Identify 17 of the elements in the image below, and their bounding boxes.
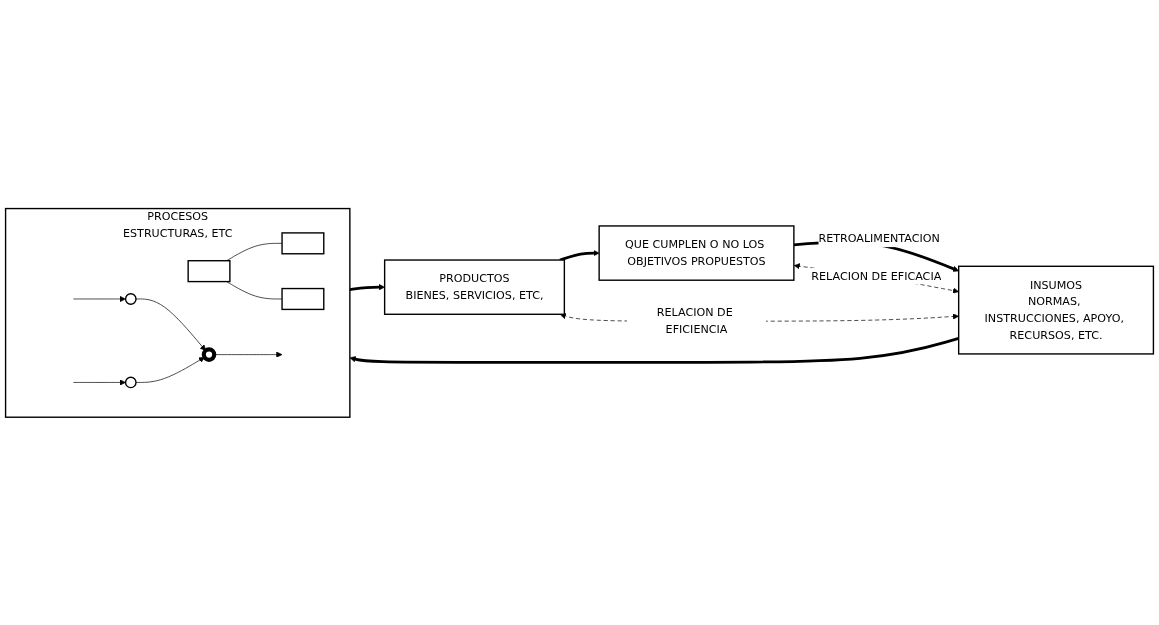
node-box — [281, 231, 325, 255]
node-box: INSUMOS NORMAS, INSTRUCCIONES, APOYO, RECURSOS, ETC. — [957, 265, 1155, 355]
edge-label: RELACION DE EFICACIA — [811, 268, 942, 282]
node-circle — [201, 346, 217, 362]
connector — [226, 280, 283, 299]
node-circle — [124, 376, 137, 388]
edge-label: RELACION DE EFICIENCIA — [656, 305, 733, 336]
node-circle — [124, 292, 137, 305]
arrow — [349, 283, 385, 291]
node-box — [281, 287, 325, 310]
node-box: QUE CUMPLEN O NO LOS OBJETIVOS PROPUESTOS — [598, 224, 795, 281]
node-box — [187, 259, 231, 282]
cluster: PROCESOS ESTRUCTURAS, ETC — [4, 207, 351, 418]
edge-label: RETROALIMENTACION — [818, 231, 940, 245]
node-box: PRODUCTOS BIENES, SERVICIOS, ETC, — [383, 258, 566, 315]
arrow — [559, 249, 600, 261]
connector — [226, 242, 283, 261]
